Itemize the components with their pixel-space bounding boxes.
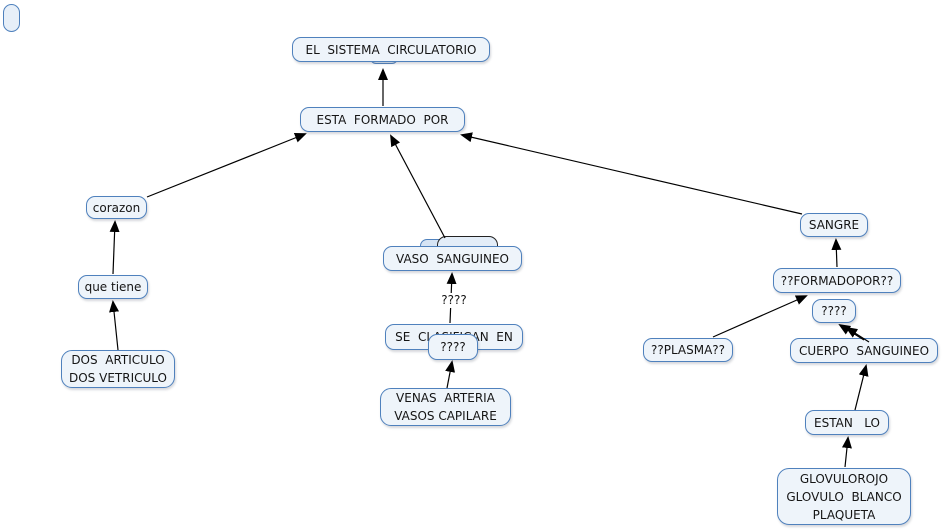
node-esta-formado-por[interactable]: ESTA FORMADO POR	[300, 107, 465, 132]
node-corazon[interactable]: corazon	[86, 196, 147, 219]
node-dos-articulo-dos-vetriculo[interactable]: DOS ARTICULO DOS VETRICULO	[61, 350, 175, 388]
node-plasma-unknown[interactable]: ??PLASMA??	[643, 338, 733, 362]
node-sangre[interactable]: SANGRE	[800, 213, 868, 237]
arrow-venas-to-unknown-mid	[445, 360, 456, 389]
arrow-formadopor-to-sangre	[831, 238, 842, 268]
node-vaso-sanguineo[interactable]: VASO SANGUINEO	[383, 246, 522, 271]
node-que-tiene[interactable]: que tiene	[78, 275, 148, 299]
node-estan-lo[interactable]: ESTAN LO	[805, 410, 889, 435]
arrow-estan-lo-to-cuerpo	[854, 364, 869, 411]
arrow-que-tiene-to-corazon	[109, 220, 120, 275]
node-formado-por-unknown[interactable]: ??FORMADOPOR??	[773, 268, 901, 293]
arrow-vaso-to-esta-formado	[390, 134, 446, 239]
node-el-sistema-circulatorio[interactable]: EL SISTEMA CIRCULATORIO	[292, 37, 490, 62]
node-cuerpo-sanguineo[interactable]: CUERPO SANGUINEO	[790, 338, 938, 363]
node-unknown-right[interactable]: ????	[812, 299, 856, 323]
link-label-unknown[interactable]: ????	[431, 293, 477, 308]
arrow-corazon-to-esta-formado	[146, 133, 307, 198]
arrow-glovulos-to-estan-lo	[841, 436, 852, 468]
arrow-sangre-to-esta-formado	[460, 132, 803, 215]
arrow-dos-articulo-to-que-tiene	[109, 300, 120, 351]
node-unknown-mid[interactable]: ????	[428, 334, 478, 360]
arrow-plasma-to-formadopor	[712, 295, 808, 338]
corner-capsule-shape[interactable]	[3, 4, 20, 32]
node-glovulos[interactable]: GLOVULOROJO GLOVULO BLANCO PLAQUETA	[777, 468, 911, 525]
node-venas-arteria-vasos-capilare[interactable]: VENAS ARTERIA VASOS CAPILARE	[380, 388, 511, 426]
